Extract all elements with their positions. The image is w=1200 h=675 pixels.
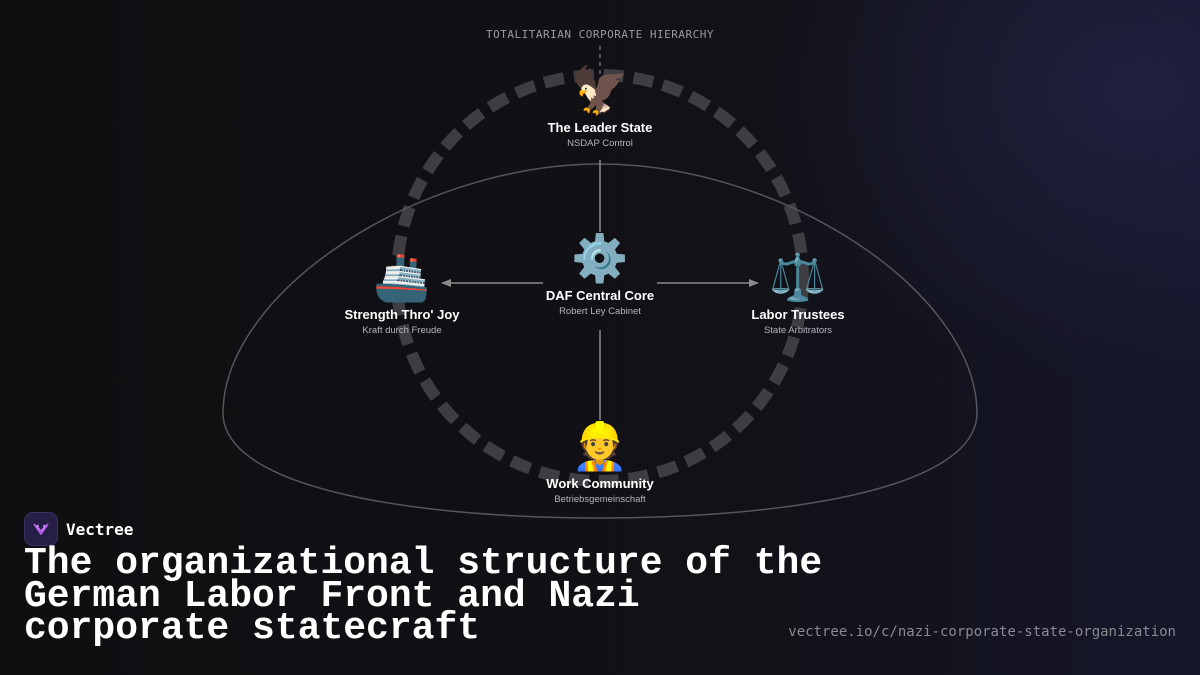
ship-icon: 🚢 [373,250,431,304]
node-title: Strength Thro' Joy [344,307,460,322]
scales-icon: ⚖️ [769,250,827,304]
node-work-community: 👷 Work Community Betriebsgemeinschaft [500,418,700,505]
brand-name: Vectree [66,519,134,539]
source-url[interactable]: vectree.io/c/nazi-corporate-state-organi… [788,624,1176,640]
brand[interactable]: Vectree [24,512,133,546]
gear-icon: ⚙️ [571,231,629,285]
page-title: The organizational structure of the Germ… [24,542,824,650]
node-subtitle: State Arbitrators [763,325,833,336]
node-title: Labor Trustees [751,307,845,322]
eagle-icon: 🦅 [571,63,629,117]
node-leader-state: 🦅 The Leader State NSDAP Control [500,62,700,149]
node-title: DAF Central Core [545,288,655,303]
dashed-ring [391,69,809,487]
enclosing-ellipse [222,163,978,519]
node-subtitle: Robert Ley Cabinet [559,306,641,317]
node-subtitle: Betriebsgemeinschaft [554,494,646,505]
node-subtitle: NSDAP Control [567,138,633,149]
node-daf-core: ⚙️ DAF Central Core Robert Ley Cabinet [500,230,700,317]
node-subtitle: Kraft durch Freude [362,325,442,336]
vectree-logo-icon [24,512,58,546]
node-title: Work Community [546,476,654,491]
page-title-line: German Labor Front and Nazi [24,574,640,618]
node-strength-through-joy: 🚢 Strength Thro' Joy Kraft durch Freude [302,249,502,336]
construction-worker-icon: 👷 [571,419,629,473]
diagram-heading: TOTALITARIAN CORPORATE HIERARCHY [486,28,714,41]
page-title-line: corporate statecraft [24,607,481,650]
page-title-line: The organizational structure of the [24,542,823,585]
node-title: The Leader State [547,120,653,135]
node-labor-trustees: ⚖️ Labor Trustees State Arbitrators [698,249,898,336]
